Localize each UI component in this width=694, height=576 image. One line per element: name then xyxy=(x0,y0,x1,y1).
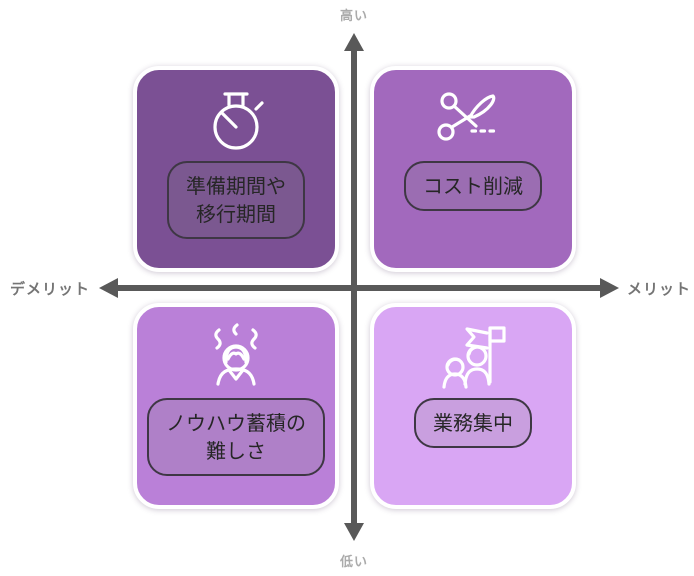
axis-label-low: 低い xyxy=(339,555,369,570)
label-line: 難しさ xyxy=(206,439,266,463)
label-line: 業務集中 xyxy=(433,411,513,435)
quadrant-bottom-right: 業務集中 xyxy=(370,303,576,509)
label-line: コスト削減 xyxy=(423,174,523,198)
quadrant-label-knowhow-difficulty: ノウハウ蓄積の 難しさ xyxy=(147,398,325,476)
quadrant-label-work-concentration: 業務集中 xyxy=(414,398,532,448)
axis-label-high: 高い xyxy=(339,9,369,24)
quadrant-label-preparation-period: 準備期間や 移行期間 xyxy=(167,161,305,239)
quadrant-top-left: 準備期間や 移行期間 xyxy=(133,66,339,272)
axis-label-merit: メリット xyxy=(627,280,692,298)
arrow-up-icon xyxy=(344,33,364,51)
quadrant-top-right: コスト削減 xyxy=(370,66,576,272)
arrow-left-icon xyxy=(99,278,118,298)
quadrant-bottom-left: ノウハウ蓄積の 難しさ xyxy=(133,303,339,509)
label-line: ノウハウ蓄積の xyxy=(166,411,306,435)
scissors-cut-icon xyxy=(435,83,511,159)
team-goal-flag-icon xyxy=(435,320,511,396)
stopwatch-icon xyxy=(198,83,274,159)
arrow-down-icon xyxy=(344,523,364,541)
quadrant-label-cost-reduction: コスト削減 xyxy=(404,161,542,211)
axis-label-demerit: デメリット xyxy=(10,280,91,298)
label-line: 準備期間や xyxy=(186,174,286,198)
label-line: 移行期間 xyxy=(196,202,276,226)
arrow-right-icon xyxy=(600,278,619,298)
stressed-person-icon xyxy=(198,320,274,396)
